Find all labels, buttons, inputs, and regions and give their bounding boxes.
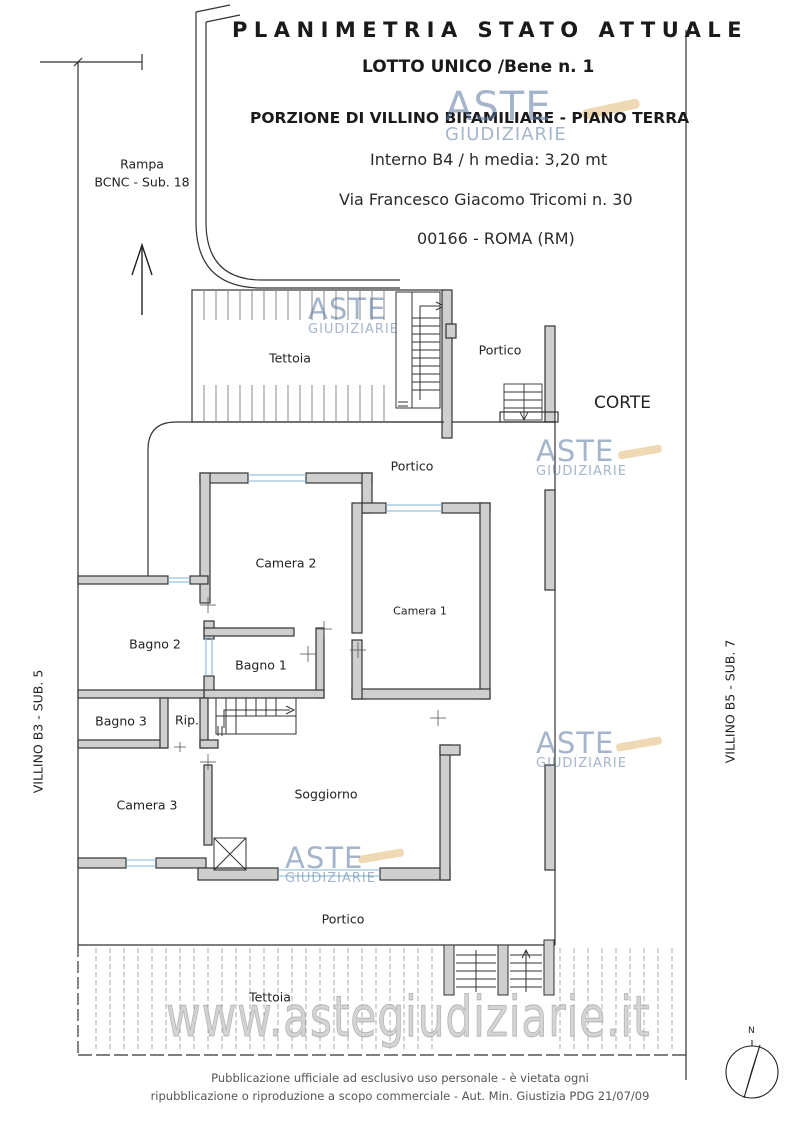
cabinet-box xyxy=(213,837,247,871)
villino-right-label: VILLINO B5 - SUB. 7 xyxy=(722,639,738,764)
room-soggiorno: Soggiorno xyxy=(294,786,358,802)
house-walls xyxy=(77,472,491,881)
room-camera-3: Camera 3 xyxy=(116,797,178,813)
ramp-label-line1: Rampa xyxy=(120,156,164,172)
villino-left-label: VILLINO B3 - SUB. 5 xyxy=(30,669,46,794)
portico-right-walls xyxy=(544,489,556,871)
ramp-arrow xyxy=(131,242,153,315)
room-camera-2: Camera 2 xyxy=(255,555,317,571)
ramp-label-line2: BCNC - Sub. 18 xyxy=(94,174,190,190)
interior-label: Interno B4 / h media: 3,20 mt xyxy=(370,150,608,169)
address-label: Via Francesco Giacomo Tricomi n. 30 xyxy=(339,190,633,209)
property-label: PORZIONE DI VILLINO BIFAMILIARE - PIANO … xyxy=(250,109,690,127)
portico-top-walls xyxy=(441,289,559,439)
room-bagno-1: Bagno 1 xyxy=(235,657,287,673)
corte-label: CORTE xyxy=(594,393,651,413)
site-watermark: www.astegiudiziarie.it xyxy=(166,985,651,1051)
room-camera-1: Camera 1 xyxy=(393,604,447,618)
gavel-watermarks xyxy=(358,98,662,864)
inner-staircase xyxy=(215,697,297,736)
city-label: 00166 - ROMA (RM) xyxy=(417,229,575,248)
footer-line-2: ripubblicazione o riproduzione a scopo c… xyxy=(150,1089,650,1103)
north-label: N xyxy=(748,1026,755,1036)
room-bagno-3: Bagno 3 xyxy=(95,713,147,729)
top-staircase xyxy=(395,291,446,409)
plan-title: PLANIMETRIA STATO ATTUALE xyxy=(232,18,749,42)
tettoia-bottom-hatch xyxy=(95,948,673,1052)
room-bagno-2: Bagno 2 xyxy=(129,636,181,652)
portico-top-stair xyxy=(503,383,543,422)
room-portico-mid: Portico xyxy=(390,458,434,474)
room-tettoia-bottom: Tettoia xyxy=(249,989,291,1005)
site-boundary xyxy=(40,30,687,1080)
lot-label: LOTTO UNICO /Bene n. 1 xyxy=(362,57,595,77)
footer-line-1: Pubblicazione ufficiale ad esclusivo uso… xyxy=(211,1071,589,1085)
room-tettoia-top: Tettoia xyxy=(269,350,311,366)
ramp-wall xyxy=(195,4,400,289)
room-portico-top: Portico xyxy=(478,342,522,358)
room-ripostiglio: Rip. xyxy=(174,712,200,728)
windows xyxy=(126,474,442,877)
bottom-staircases xyxy=(443,939,555,996)
door-marks xyxy=(174,597,446,770)
room-portico-bottom: Portico xyxy=(321,911,365,927)
north-arrow xyxy=(725,1040,779,1099)
